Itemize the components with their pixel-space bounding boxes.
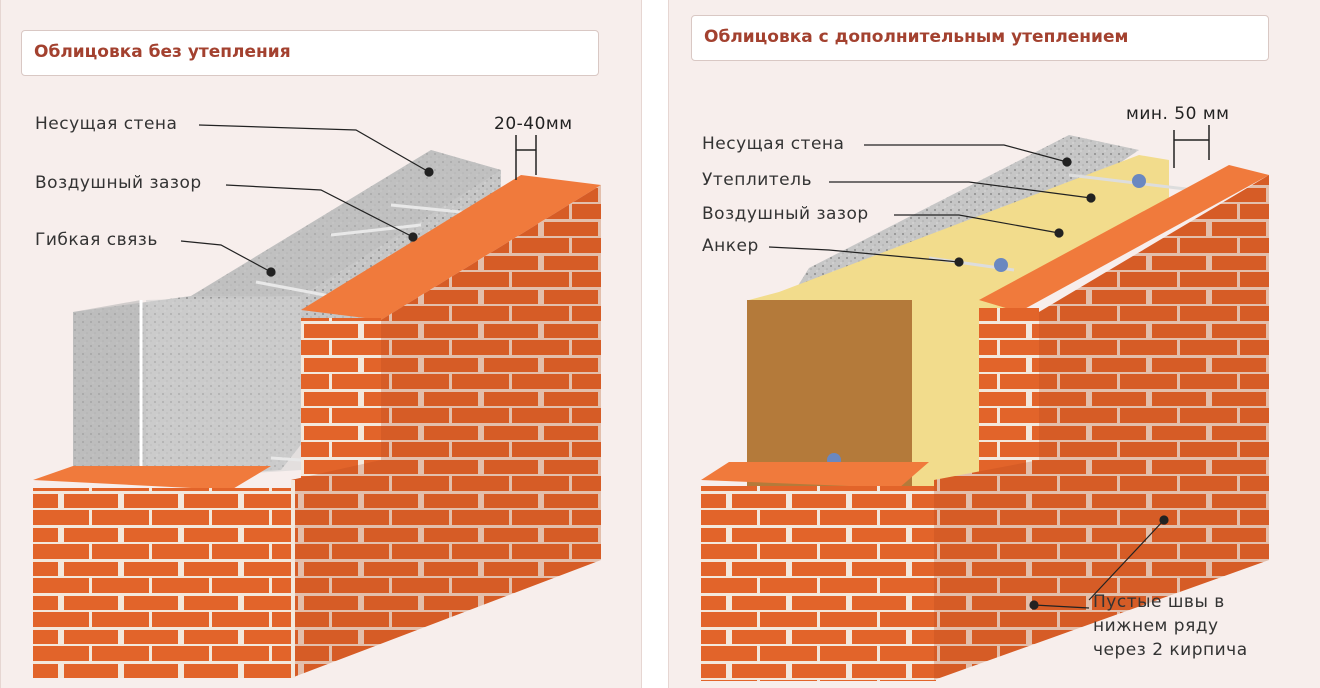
right-leaders xyxy=(768,144,1169,610)
right-note: Пустые швы в нижнем ряду через 2 кирпича xyxy=(1093,590,1248,662)
right-brick-side xyxy=(934,175,1269,680)
right-label-anchor: Анкер xyxy=(702,236,759,256)
right-brick-face xyxy=(979,308,1039,478)
right-dimension-label: мин. 50 мм xyxy=(1126,104,1230,124)
left-label-flexible-tie: Гибкая связь xyxy=(35,230,158,250)
right-brick-bottom-face xyxy=(701,486,936,681)
right-note-line-3: через 2 кирпича xyxy=(1093,640,1248,660)
left-brick-top xyxy=(301,175,601,320)
right-label-bearing-wall: Несущая стена xyxy=(702,134,845,154)
left-leaders xyxy=(180,124,434,277)
left-title: Облицовка без утепления xyxy=(21,30,599,76)
left-dimension-label: 20-40мм xyxy=(494,114,573,134)
left-brick-bottom-face xyxy=(33,488,293,678)
right-note-line-2: нижнем ряду xyxy=(1093,616,1219,636)
right-title: Облицовка с дополнительным утеплением xyxy=(691,15,1269,61)
right-panel: Облицовка с дополнительным утеплением xyxy=(668,0,1320,688)
left-brick-bottom-top xyxy=(33,466,271,490)
left-brick-side xyxy=(291,185,601,678)
left-brick-face xyxy=(301,318,381,478)
right-label-insulation: Утеплитель xyxy=(702,170,812,190)
left-dimension-marker xyxy=(515,135,537,180)
left-label-bearing-wall: Несущая стена xyxy=(35,114,178,134)
left-block-wall xyxy=(73,150,501,480)
left-label-air-gap: Воздушный зазор xyxy=(35,173,202,193)
left-panel: Облицовка без утепления xyxy=(0,0,642,688)
right-dimension-marker xyxy=(1173,125,1210,168)
right-label-air-gap: Воздушный зазор xyxy=(702,204,869,224)
left-illustration xyxy=(33,124,601,678)
right-note-line-1: Пустые швы в xyxy=(1093,592,1225,612)
right-illustration xyxy=(701,125,1269,681)
